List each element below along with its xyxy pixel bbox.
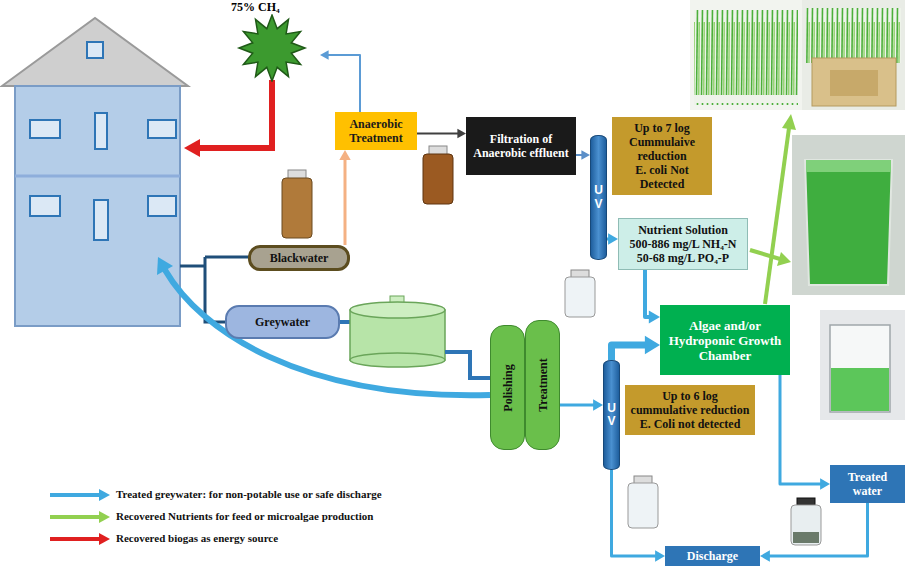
node-text: Algae and/or Hydroponic Growth Chamber [665,318,785,363]
node-text: Treated water [834,470,901,498]
arrow-head [339,150,350,160]
uv-unit: UV [603,360,620,470]
node-text: 500-886 mg/L NH₄-N 50-68 mg/L PO₄-P [623,237,743,265]
node-text: Polishing [501,364,515,411]
filter-column: Treatment [525,320,560,450]
greywater-return-arrow [157,257,490,395]
connector-line [780,375,823,484]
arrow-head [593,399,603,410]
node-text: Greywater [255,315,310,329]
node-text: UV [606,402,618,428]
uv-unit: UV [590,135,607,260]
greywater-tank: Greywater [225,305,340,339]
process-box: Anaerobic Treatment [335,112,417,150]
legend-text: Recovered Nutrients for feed or microalg… [116,510,373,523]
process-box: Filtration of Anaerobic effluent [466,117,576,175]
connector-line [612,345,650,360]
output-box: Treated water [830,465,905,503]
connector [339,150,350,245]
arrow-head [820,478,830,489]
node-text: Anaerobic Treatment [339,117,413,145]
connector-line [560,404,596,407]
connector [320,50,360,112]
arrow-head [320,50,329,60]
nutrient-arrows [750,114,796,304]
storage-tank [340,296,490,378]
node-text: Filtration of Anaerobic effluent [471,132,571,160]
node-text: Up to 7 log Cummulaive reduction [616,121,708,163]
connector-line [645,270,652,317]
connector [645,270,660,324]
node-text: E. Coli not detected [640,417,741,431]
arrow-head [457,129,466,139]
legend-text: Treated greywater: for non-potable use o… [116,488,382,501]
arrow-head [760,550,770,561]
result-box: Up to 7 log Cummulaive reductionE. coli … [612,117,712,195]
node-text: E. coli Not Detected [616,163,708,191]
output-box: Discharge [665,546,760,566]
blackwater-tank: Blackwater [248,245,350,271]
arrow-head [655,550,665,561]
growth-chamber: Algae and/or Hydroponic Growth Chamber [660,305,790,375]
hydroponic-photo [690,0,905,110]
beaker-photo [820,310,905,420]
connector [612,470,666,562]
biogas-burst: 75% CH₄ [225,0,320,82]
arrow-head [645,336,660,355]
algae-photo [792,135,905,295]
node-text: Discharge [687,549,738,563]
arrow-head [581,150,590,160]
node-text: Nutrient Solution [638,223,728,237]
connector [560,399,603,410]
node-text: Treatment [536,358,550,412]
connector [417,129,466,139]
connector [760,503,868,562]
connector [780,375,830,490]
connector-line [417,133,460,135]
connector-line [612,470,659,556]
biogas-arrow [184,80,272,157]
connector [607,233,618,244]
connector [576,150,590,160]
node-text: UV [593,184,605,210]
nutrient-box: Nutrient Solution500-886 mg/L NH₄-N 50-6… [618,218,748,270]
arrow-head [608,233,618,244]
node-text: Blackwater [270,251,329,265]
legend-text: Recovered biogas as energy source [116,532,278,545]
sample-bottles [282,146,821,545]
result-box: Up to 6 log cummulative reductionE. Coli… [625,385,755,435]
legend-samples [50,489,110,545]
connector-line [344,157,347,245]
connector-line [767,503,868,556]
node-text: 75% CH₄ [229,0,282,14]
connector [612,336,661,360]
connector-line [326,55,360,112]
arrow-head [649,310,660,323]
node-text: Up to 6 log cummulative reduction [629,389,751,417]
filter-column: Polishing [490,325,525,450]
house-illustration [2,18,188,326]
